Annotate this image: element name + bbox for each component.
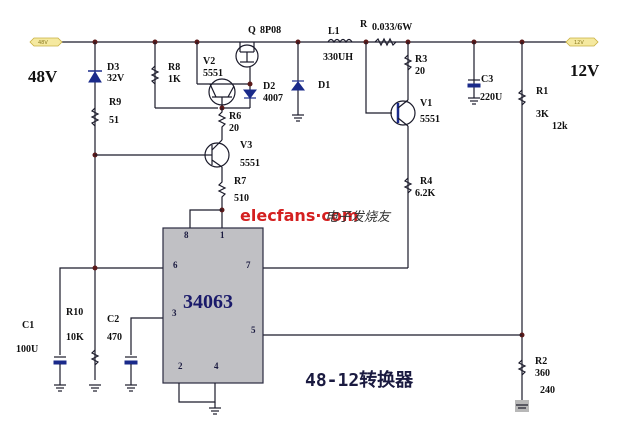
junction xyxy=(92,265,98,271)
r10-ref: R10 xyxy=(66,307,83,318)
watermark-cn: 电子发烧友 xyxy=(325,210,392,225)
r4-ref: R4 xyxy=(420,176,432,187)
c1-value: 100U xyxy=(16,344,38,355)
diode-d2 xyxy=(243,89,257,99)
wire xyxy=(189,209,222,230)
pin-6: 6 xyxy=(173,260,178,270)
c2-ref: C2 xyxy=(107,314,119,325)
pin-8: 8 xyxy=(184,230,189,240)
c1-ref: C1 xyxy=(22,320,34,331)
ground-icon xyxy=(209,402,221,415)
wire xyxy=(365,42,392,114)
v3-ref: V3 xyxy=(240,140,252,151)
c3-ref: C3 xyxy=(481,74,493,85)
pin-3: 3 xyxy=(172,308,177,318)
d2-ref: D2 xyxy=(263,81,275,92)
watermark-brand: elecfans·com xyxy=(240,206,359,225)
input-port-label: 48V xyxy=(38,40,48,46)
v1-value: 5551 xyxy=(420,114,440,125)
c3-value: 220U xyxy=(480,92,502,103)
resistor-r7 xyxy=(217,167,227,230)
v2-value: 5551 xyxy=(203,68,223,79)
r-value: 0.033/6W xyxy=(372,22,412,33)
resistor-r6 xyxy=(217,108,227,140)
r-ref: R xyxy=(360,19,368,30)
d3-ref: D3 xyxy=(107,62,119,73)
r1-alt-value: 12k xyxy=(552,121,568,132)
q-value: 8P08 xyxy=(260,25,281,36)
pin-7: 7 xyxy=(246,260,251,270)
r8-ref: R8 xyxy=(168,62,180,73)
resistor-r9 xyxy=(90,107,100,127)
output-voltage-label: 12V xyxy=(570,61,600,80)
input-voltage-label: 48V xyxy=(28,67,58,86)
wire xyxy=(130,317,163,355)
l1-ref: L1 xyxy=(328,26,340,37)
ground-icon xyxy=(54,384,66,392)
output-port[interactable]: 12V xyxy=(565,37,599,47)
l1-value: 330UH xyxy=(323,52,353,63)
ground-icon xyxy=(468,97,480,105)
capacitor-c3 xyxy=(467,79,481,88)
capacitor-c1 xyxy=(53,356,67,365)
junction xyxy=(247,81,253,87)
ic-34063 xyxy=(162,227,264,384)
r4-value: 6.2K xyxy=(415,188,436,199)
resistor-r4 xyxy=(403,177,413,194)
ground-icon xyxy=(89,384,101,392)
r9-value: 51 xyxy=(109,115,119,126)
r3-value: 20 xyxy=(415,66,425,77)
r1-ref: R1 xyxy=(536,86,548,97)
ground-icon xyxy=(125,384,137,392)
resistor-r-sense xyxy=(374,37,397,47)
r6-value: 20 xyxy=(229,123,239,134)
r2-value: 360 xyxy=(535,368,550,379)
diode-d1 xyxy=(291,80,305,91)
r7-value: 510 xyxy=(234,193,249,204)
ground-icon xyxy=(292,114,304,122)
resistor-r3 xyxy=(403,54,413,71)
zener-diode-d3 xyxy=(88,70,102,83)
c2-value: 470 xyxy=(107,332,122,343)
ground-icon xyxy=(515,400,529,412)
r6-ref: R6 xyxy=(229,111,241,122)
pin-2: 2 xyxy=(178,361,183,371)
input-port[interactable]: 48V xyxy=(29,37,63,47)
r7-ref: R7 xyxy=(234,176,246,187)
v3-value: 5551 xyxy=(240,158,260,169)
capacitor-c2 xyxy=(124,356,138,365)
wire xyxy=(178,383,216,403)
pin-4: 4 xyxy=(214,361,219,371)
r10-value: 10K xyxy=(66,332,84,343)
q-ref: Q xyxy=(248,25,256,36)
resistor-r8 xyxy=(150,65,160,85)
transistor-v2 xyxy=(208,78,236,110)
inductor-l1 xyxy=(327,38,353,44)
transistor-v3 xyxy=(204,139,230,168)
resistor-r2 xyxy=(517,359,527,376)
resistor-r1 xyxy=(517,89,527,106)
resistor-r10 xyxy=(90,349,100,366)
transistor-v1 xyxy=(390,99,416,127)
pin-5: 5 xyxy=(251,325,256,335)
r2-ref: R2 xyxy=(535,356,547,367)
r9-ref: R9 xyxy=(109,97,121,108)
d2-value: 4007 xyxy=(263,93,283,104)
v1-ref: V1 xyxy=(420,98,432,109)
mosfet-q xyxy=(235,42,259,68)
d3-value: 32V xyxy=(107,73,125,84)
r1-value: 3K xyxy=(536,109,549,120)
pin-1: 1 xyxy=(220,230,225,240)
diagram-title: 48-12转换器 xyxy=(305,369,414,391)
r2-alt-value: 240 xyxy=(540,385,555,396)
v2-ref: V2 xyxy=(203,56,215,67)
r8-value: 1K xyxy=(168,74,181,85)
d1-ref: D1 xyxy=(318,80,330,91)
wire xyxy=(59,267,163,355)
r3-ref: R3 xyxy=(415,54,427,65)
output-port-label: 12V xyxy=(574,40,584,46)
ic-name: 34063 xyxy=(183,291,233,313)
